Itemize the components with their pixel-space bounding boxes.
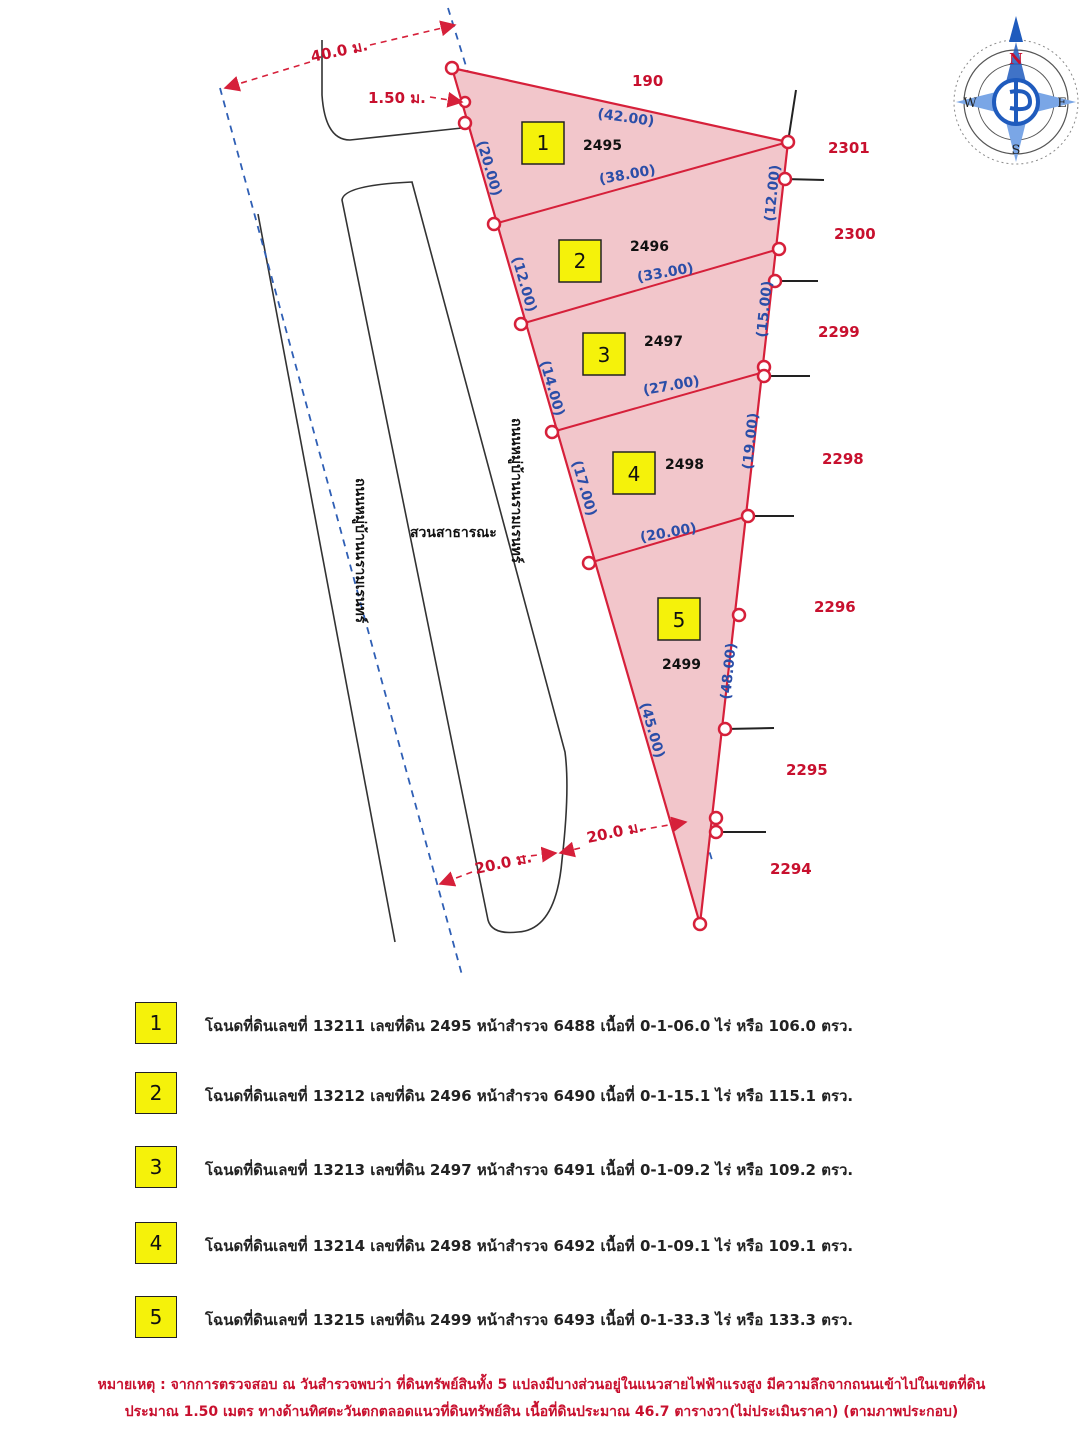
dimension-arrows	[223, 20, 688, 887]
plot-parcel-number: 2495	[583, 138, 622, 154]
boundary-ticks	[716, 89, 825, 833]
plot-labels: 1 2495 2 2496 3 2497 4 2498 5 2499	[521, 121, 704, 673]
frontage-dim: (42.00)	[596, 106, 655, 130]
plot-box-number: 2	[574, 249, 587, 273]
right-side-dim: (19.00)	[740, 412, 762, 470]
road-name-outer: ถนนหมู่บ้านนรามเรนทร์	[352, 478, 369, 624]
compass-n: N	[1009, 50, 1023, 68]
neighbor-parcel: 2299	[818, 323, 860, 341]
survey-map: 40.0 ม. 1.50 ม. 20.0 ม. 20.0 ม. ถนนหมู่บ…	[219, 7, 1079, 976]
neighbor-parcel: 2301	[828, 139, 870, 157]
legend-box: 3	[135, 1146, 177, 1188]
road-lines	[257, 40, 568, 943]
legend-box: 5	[135, 1296, 177, 1338]
right-side-dims: (12.00) (15.00) (19.00) (48.00)	[718, 164, 784, 700]
plot-parcel-number: 2496	[630, 239, 669, 255]
legend-box: 2	[135, 1072, 177, 1114]
plot-box-number: 3	[598, 343, 611, 367]
neighbor-parcel: 190	[632, 72, 663, 90]
compass-e: E	[1057, 96, 1067, 111]
plot-box-number: 5	[673, 608, 686, 632]
legend-row: 4 โฉนดที่ดินเลขที่ 13214 เลขที่ดิน 2498 …	[135, 1222, 1035, 1266]
road-name-inner: ถนนหมู่บ้านนรามเรนทร์	[508, 418, 525, 564]
legend-row: 2 โฉนดที่ดินเลขที่ 13212 เลขที่ดิน 2496 …	[135, 1072, 1035, 1116]
legend-text: โฉนดที่ดินเลขที่ 13211 เลขที่ดิน 2495 หน…	[205, 1017, 854, 1035]
neighbor-parcel: 2294	[770, 860, 812, 878]
road-width-label: 40.0 ม.	[309, 36, 369, 66]
legend-text: โฉนดที่ดินเลขที่ 13213 เลขที่ดิน 2497 หน…	[205, 1161, 854, 1179]
legend-text: โฉนดที่ดินเลขที่ 13215 เลขที่ดิน 2499 หน…	[205, 1311, 854, 1329]
land-plot-area	[450, 66, 790, 925]
neighbor-parcels: 190 2301 2300 2299 2298 2296 2295 2294	[632, 72, 876, 878]
plot-parcel-number: 2497	[644, 334, 683, 350]
legend-row: 1 โฉนดที่ดินเลขที่ 13211 เลขที่ดิน 2495 …	[135, 1002, 1035, 1046]
legend-row: 3 โฉนดที่ดินเลขที่ 13213 เลขที่ดิน 2497 …	[135, 1146, 1035, 1190]
compass-icon: N S W E	[953, 16, 1079, 165]
boundary-markers	[444, 60, 796, 932]
neighbor-parcel: 2298	[822, 450, 864, 468]
plot-divisions	[493, 141, 789, 564]
dist-right-label: 20.0 ม.	[585, 817, 645, 847]
neighbor-parcel: 2295	[786, 761, 828, 779]
remark-note: หมายเหตุ : จากการตรวจสอบ ณ วันสำรวจพบว่า…	[0, 1372, 1083, 1426]
remark-line: ประมาณ 1.50 เมตร ทางด้านทิศตะวันตกตลอดแน…	[124, 1404, 959, 1420]
legend-box: 4	[135, 1222, 177, 1264]
plot-parcel-number: 2499	[662, 657, 701, 673]
legend-text: โฉนดที่ดินเลขที่ 13212 เลขที่ดิน 2496 หน…	[205, 1087, 854, 1105]
plot-box-number: 4	[628, 462, 641, 486]
compass-s: S	[1012, 143, 1021, 158]
legend-row: 5 โฉนดที่ดินเลขที่ 13215 เลขที่ดิน 2499 …	[135, 1296, 1035, 1340]
remark-line: หมายเหตุ : จากการตรวจสอบ ณ วันสำรวจพบว่า…	[97, 1377, 986, 1393]
plot-parcel-number: 2498	[665, 457, 704, 473]
compass-w: W	[963, 96, 977, 111]
right-side-dim: (15.00)	[754, 280, 776, 338]
neighbor-parcel: 2296	[814, 598, 856, 616]
neighbor-parcel: 2300	[834, 225, 876, 243]
plot-box-number: 1	[537, 131, 550, 155]
dist-left-label: 20.0 ม.	[473, 848, 533, 878]
setback-label: 1.50 ม.	[368, 89, 426, 107]
legend-box: 1	[135, 1002, 177, 1044]
park-label: สวนสาธารณะ	[410, 525, 497, 541]
right-side-dim: (12.00)	[762, 164, 784, 222]
legend-text: โฉนดที่ดินเลขที่ 13214 เลขที่ดิน 2498 หน…	[205, 1237, 854, 1255]
right-side-dim: (48.00)	[718, 642, 740, 700]
